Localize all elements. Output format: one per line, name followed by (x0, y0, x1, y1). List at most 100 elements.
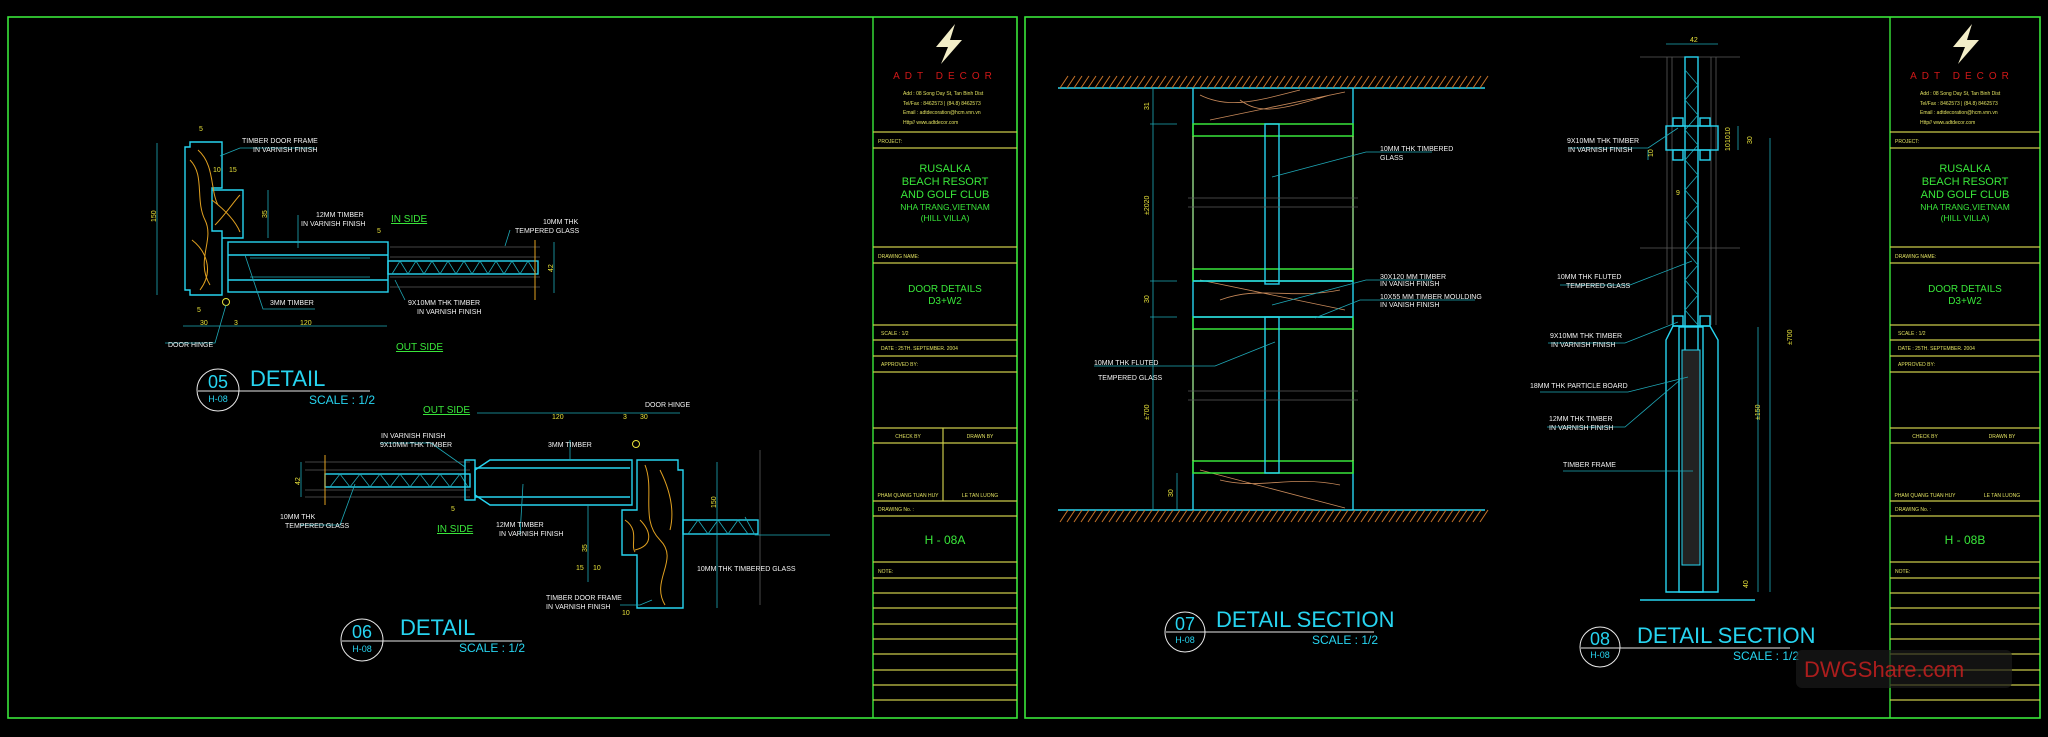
callout-label: TIMBER FRAME (1563, 462, 1616, 469)
project-line: NHA TRANG,VIETNAM (1920, 202, 2010, 212)
callout-label: 9X10MM THK TIMBER (1550, 333, 1622, 340)
hatch-line (1255, 509, 1265, 523)
dimension-label: ±2020 (1144, 195, 1151, 215)
hatch-line (1318, 75, 1328, 89)
callout-label: 10X55 MM TIMBER MOULDING (1380, 294, 1482, 301)
detail-marker-circle (196, 368, 240, 412)
side-label: IN SIDE (391, 214, 427, 225)
detail-title: DETAIL SECTION (1637, 623, 1815, 648)
sheet-frame-right (1024, 16, 2041, 719)
dimension-label: 30 (640, 414, 648, 421)
dimension-label: 10 (593, 565, 601, 572)
hatch-line (1269, 75, 1279, 89)
hatch-line (1395, 509, 1405, 523)
hatch-line (1101, 75, 1111, 89)
drawn-by-label: DRAWN BY (1989, 434, 2016, 440)
watermark-box (1796, 650, 2012, 688)
callout-label: 3MM TIMBER (548, 442, 592, 449)
hatch-line (1227, 75, 1237, 89)
sheet-frame-left (7, 16, 1018, 719)
detail-title: DETAIL (250, 366, 325, 391)
dimension-label: 10 (213, 167, 221, 174)
callout-label: IN VARNISH FINISH (301, 221, 365, 228)
detail-scale: SCALE : 1/2 (459, 641, 525, 655)
dimension-label: 5 (199, 126, 203, 133)
hatch-line (1171, 75, 1181, 89)
logo-text: ADT DECOR (893, 71, 997, 82)
hatch-line (1248, 509, 1258, 523)
hatch-line (1248, 75, 1258, 89)
door-jamb (1192, 88, 1354, 510)
drawing-number: H - 08B (1945, 533, 1986, 547)
hatch-line (1220, 509, 1230, 523)
hatch-line (1423, 509, 1433, 523)
timber-transom (1665, 125, 1719, 151)
hatch-line (1213, 75, 1223, 89)
callout-label: 10MM THK TIMBERED GLASS (697, 566, 796, 573)
callout-label: IN VARNISH FINISH (253, 147, 317, 154)
hatch-line (1451, 509, 1461, 523)
hatch-line (1143, 75, 1153, 89)
dimension-label: 5 (197, 307, 201, 314)
drawing-name-line: DOOR DETAILS (1928, 284, 2002, 295)
project-line: BEACH RESORT (902, 176, 989, 188)
hatch-line (1325, 75, 1335, 89)
company-tel: Tel/Fax : 8462573 | (84.8) 8462573 (1920, 101, 1998, 107)
company-email: Email : adtdecoration@hcm.vnn.vn (903, 110, 981, 116)
dimension-label: 120 (552, 414, 564, 421)
detail-title: DETAIL (400, 615, 475, 640)
callout-label: IN VARNISH FINISH (499, 531, 563, 538)
hatch-line (1381, 509, 1391, 523)
dimension-label: 40 (1743, 580, 1750, 588)
dimension-label: 5 (451, 506, 455, 513)
hatch-line (1227, 509, 1237, 523)
hatch-line (1108, 75, 1118, 89)
hatch-line (1073, 509, 1083, 523)
detail-sheet-ref: H-08 (1590, 650, 1610, 660)
hatch-line (1465, 75, 1475, 89)
callout-label: 3MM TIMBER (270, 300, 314, 307)
project-label: PROJECT: (878, 139, 902, 145)
date-field: DATE : 25TH. SEPTEMBER. 2004 (881, 346, 958, 352)
logo-text: ADT DECOR (1910, 71, 2014, 82)
callout-label: IN VARNISH FINISH (1568, 147, 1632, 154)
hatch-line (1185, 75, 1195, 89)
hatch-line (1080, 75, 1090, 89)
project-line: RUSALKA (919, 163, 971, 175)
hatch-line (1122, 509, 1132, 523)
hatch-line (1164, 509, 1174, 523)
callout-label: 10MM THK TIMBERED (1380, 146, 1453, 153)
dimension-label: 42 (295, 477, 302, 485)
glass-pane (1264, 123, 1280, 285)
hatch-line (1339, 509, 1349, 523)
hatch-line (1262, 75, 1272, 89)
dimension-label: 3 (234, 320, 238, 327)
door-hinge-icon (632, 440, 640, 448)
hatch-line (1234, 509, 1244, 523)
scale-field: SCALE : 1/2 (1898, 331, 1926, 337)
hatch-line (1136, 509, 1146, 523)
hatch-line (1346, 75, 1356, 89)
dimension-label: 10 (622, 610, 630, 617)
hatch-line (1416, 509, 1426, 523)
hatch-line (1115, 509, 1125, 523)
door-hinge-icon (222, 298, 230, 306)
hatch-line (1311, 75, 1321, 89)
drawing-name-line: D3+W2 (928, 296, 962, 307)
hatch-line (1402, 509, 1412, 523)
checked-by-name: PHAM QUANG TUAN HUY (1894, 493, 1956, 499)
detail-number: 07 (1175, 614, 1195, 634)
drawn-by-label: DRAWN BY (967, 434, 994, 440)
hatch-line (1353, 75, 1363, 89)
dimension-label: 30 (1144, 295, 1151, 303)
detail-marker-circle (1579, 626, 1621, 668)
approved-by-field: APPROVED BY: (1898, 362, 1935, 368)
hatch-line (1444, 509, 1454, 523)
dimension-label: 5 (377, 228, 381, 235)
door-leaf-section (474, 459, 633, 506)
drawn-by-name: LE TAN LUONG (1984, 493, 2020, 499)
dimension-label: ±700 (1787, 329, 1794, 345)
hatch-line (1374, 75, 1384, 89)
note-label: NOTE: (878, 569, 893, 575)
hatch-line (1311, 509, 1321, 523)
